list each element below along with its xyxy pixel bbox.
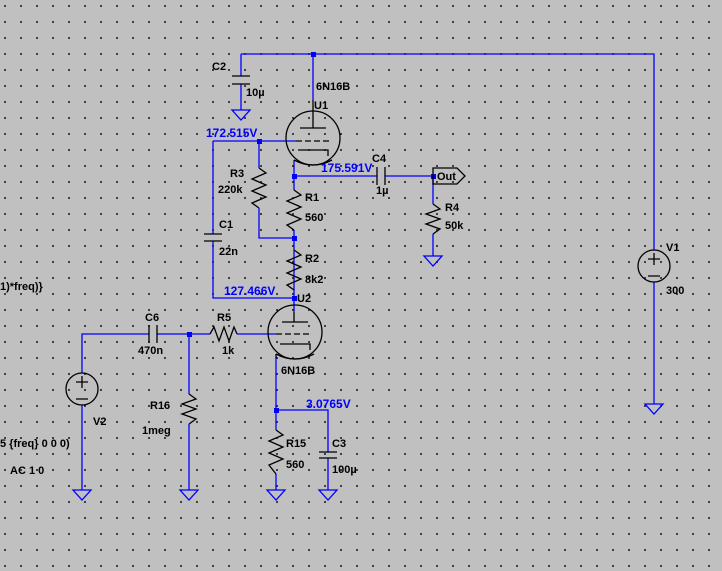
voltage-label-mid: 127.466V bbox=[224, 284, 275, 298]
r3-name: R3 bbox=[230, 168, 244, 180]
capacitor-c2[interactable] bbox=[232, 75, 250, 85]
triode-u1[interactable] bbox=[285, 100, 341, 166]
c3-value: 100µ bbox=[332, 464, 357, 476]
r4-name: R4 bbox=[445, 202, 460, 214]
resistor-r15[interactable] bbox=[267, 429, 285, 475]
voltage-label-anode: 172.515V bbox=[206, 126, 257, 140]
resistor-r5[interactable] bbox=[209, 325, 238, 343]
u2-model: 6N16B bbox=[281, 365, 315, 377]
voltage-source-v2[interactable] bbox=[65, 372, 99, 406]
directive-freq: 1)*freq)} bbox=[0, 281, 44, 293]
output-port-label: Out bbox=[437, 171, 456, 183]
r4-value: 50k bbox=[445, 220, 464, 232]
wires bbox=[81, 53, 655, 490]
c2-value: 10µ bbox=[246, 87, 265, 99]
r5-value: 1k bbox=[222, 345, 235, 357]
triode-u2[interactable] bbox=[267, 304, 323, 360]
c6-value: 470n bbox=[138, 345, 163, 357]
u2-name: U2 bbox=[297, 293, 311, 305]
r15-name: R15 bbox=[286, 438, 306, 450]
voltage-source-v1[interactable] bbox=[637, 249, 671, 283]
c3-name: C3 bbox=[332, 438, 346, 450]
resistor-r3[interactable] bbox=[250, 167, 268, 209]
r1-name: R1 bbox=[305, 192, 319, 204]
c2-name: C2 bbox=[212, 61, 226, 73]
r2-value: 8k2 bbox=[305, 274, 323, 286]
voltage-label-cathode: 3.0765V bbox=[306, 397, 351, 411]
v1-value: 300 bbox=[666, 285, 684, 297]
c6-name: C6 bbox=[145, 312, 159, 324]
r16-name: R16 bbox=[150, 400, 170, 412]
output-port[interactable]: Out bbox=[432, 167, 466, 185]
resistor-r16[interactable] bbox=[180, 393, 198, 425]
spice-directives[interactable]: 1)*freq)} 5 {freq} 0 0 0) AC 1 0 bbox=[0, 281, 70, 477]
resistor-r2[interactable] bbox=[285, 249, 303, 291]
ground-symbols bbox=[71, 109, 665, 501]
junction-dots bbox=[187, 52, 436, 413]
directive-ac: AC 1 0 bbox=[10, 465, 44, 477]
r2-name: R2 bbox=[305, 253, 319, 265]
r3-value: 220k bbox=[218, 184, 243, 196]
c1-value: 22n bbox=[219, 246, 238, 258]
resistor-r4[interactable] bbox=[424, 203, 442, 235]
r16-value: 1meg bbox=[142, 425, 171, 437]
u1-model: 6N16B bbox=[316, 81, 350, 93]
c4-name: C4 bbox=[372, 153, 387, 165]
directive-sine: 5 {freq} 0 0 0) bbox=[0, 438, 70, 450]
v2-name: V2 bbox=[93, 416, 106, 428]
r15-value: 560 bbox=[286, 459, 304, 471]
resistor-r1[interactable] bbox=[285, 189, 303, 231]
r5-name: R5 bbox=[217, 312, 231, 324]
voltage-label-out: 175.591V bbox=[321, 161, 372, 175]
capacitor-c3[interactable] bbox=[319, 451, 337, 459]
u1-name: U1 bbox=[314, 100, 328, 112]
component-labels: C2 10µ 6N16B U1 R3 220k R1 560 C4 1µ R4 … bbox=[93, 61, 684, 476]
capacitor-c1[interactable] bbox=[204, 233, 222, 242]
c4-value: 1µ bbox=[376, 185, 388, 197]
r1-value: 560 bbox=[305, 212, 323, 224]
capacitor-c6[interactable] bbox=[148, 325, 158, 343]
capacitor-c4[interactable] bbox=[376, 167, 386, 185]
node-voltages: 172.515V 175.591V 127.466V 3.0765V bbox=[206, 126, 372, 411]
c1-name: C1 bbox=[219, 219, 233, 231]
v1-name: V1 bbox=[666, 242, 679, 254]
